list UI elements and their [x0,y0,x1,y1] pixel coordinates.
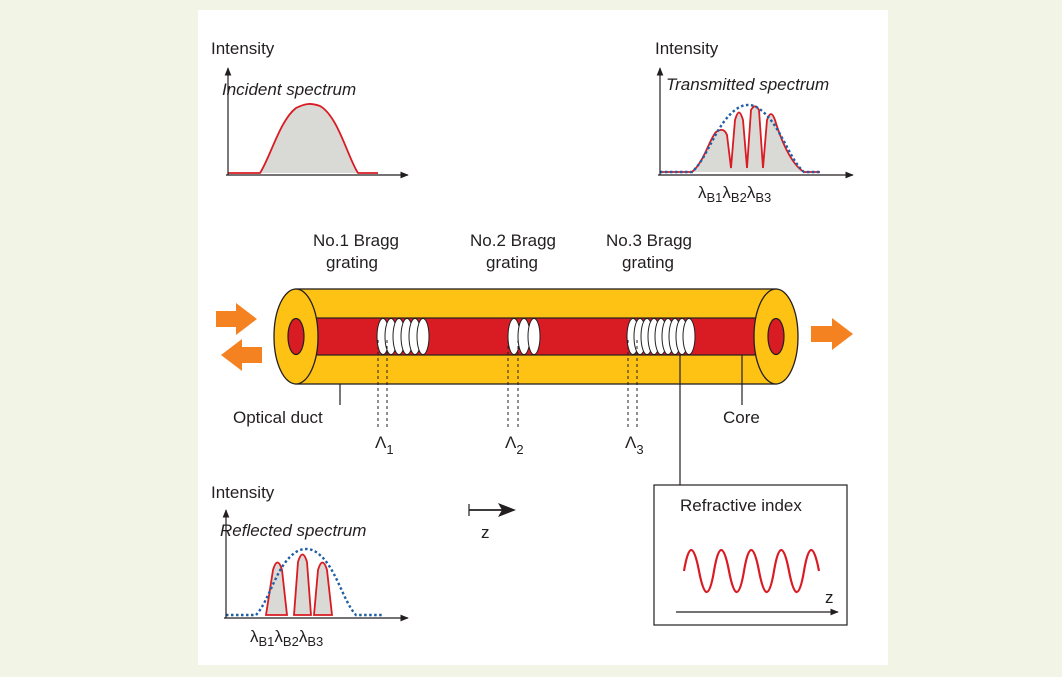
period-markers [377,340,638,428]
reflected-axis-label: Intensity [211,483,275,502]
incident-title: Incident spectrum [222,80,356,99]
lambda-b1: λ [698,183,707,202]
refractive-z-label: z [825,588,834,607]
sub-b1: B1 [707,190,723,205]
grating2-label-line1: No.2 Bragg [470,231,556,250]
period-1-label: Λ1 [375,433,394,457]
figure-panel: Intensity Incident spectrum Intensity Tr… [198,10,888,665]
core-right-end [767,317,785,356]
lambda-cap-3: Λ [625,433,637,452]
lambda-b3: λ [747,183,756,202]
lambda-b3: λ [299,627,308,646]
period-1-sub: 1 [386,442,393,457]
z-direction-label: z [481,523,490,542]
core-left-end [287,317,305,356]
reflected-title: Reflected spectrum [220,521,366,540]
transmitted-title: Transmitted spectrum [666,75,829,94]
refractive-title: Refractive index [680,496,802,515]
transmitted-spectrum: Intensity Transmitted spectrum λB1λB2λB3 [655,39,854,205]
reflected-curve [264,553,334,616]
input-arrow [216,303,257,335]
output-arrow [811,318,853,350]
sub-b2: B2 [731,190,747,205]
transmitted-bragg-labels: λB1λB2λB3 [698,183,771,205]
lambda-cap-2: Λ [505,433,517,452]
sub-b2: B2 [283,634,299,649]
reflected-spectrum: Intensity Reflected spectrum λB1λB2λB3 [211,483,409,649]
period-2-sub: 2 [516,442,523,457]
incident-curve [228,103,378,174]
refractive-index-inset: Refractive index z [653,484,848,626]
reflected-envelope [226,547,384,617]
bragg-grating-1 [376,318,430,355]
core-label: Core [723,408,760,427]
reflected-arrow [221,339,262,371]
reflected-bragg-labels: λB1λB2λB3 [250,627,323,649]
incident-axis-label: Intensity [211,39,275,58]
lambda-cap-1: Λ [375,433,387,452]
grating3-label-line1: No.3 Bragg [606,231,692,250]
transmitted-envelope [660,103,820,174]
grating2-label-line2: grating [486,253,538,272]
fbg-diagram: Intensity Incident spectrum Intensity Tr… [211,39,854,649]
sub-b3: B3 [755,190,771,205]
lambda-b1: λ [250,627,259,646]
incident-spectrum: Intensity Incident spectrum [211,39,409,179]
period-3-sub: 3 [636,442,643,457]
grating1-label-line1: No.1 Bragg [313,231,399,250]
grating3-label-line2: grating [622,253,674,272]
bragg-grating-3 [626,318,696,355]
grating1-label-line2: grating [326,253,378,272]
refractive-wave [682,548,821,594]
optical-duct-label: Optical duct [233,408,323,427]
bragg-grating-2 [507,318,541,355]
transmitted-axis-label: Intensity [655,39,719,58]
sub-b3: B3 [307,634,323,649]
period-2-label: Λ2 [505,433,524,457]
transmitted-curve [660,105,820,173]
optical-fiber [273,288,799,385]
lambda-b2: λ [274,627,283,646]
z-direction-indicator: z [468,503,516,542]
sub-b1: B1 [259,634,275,649]
lambda-b2: λ [722,183,731,202]
period-3-label: Λ3 [625,433,644,457]
